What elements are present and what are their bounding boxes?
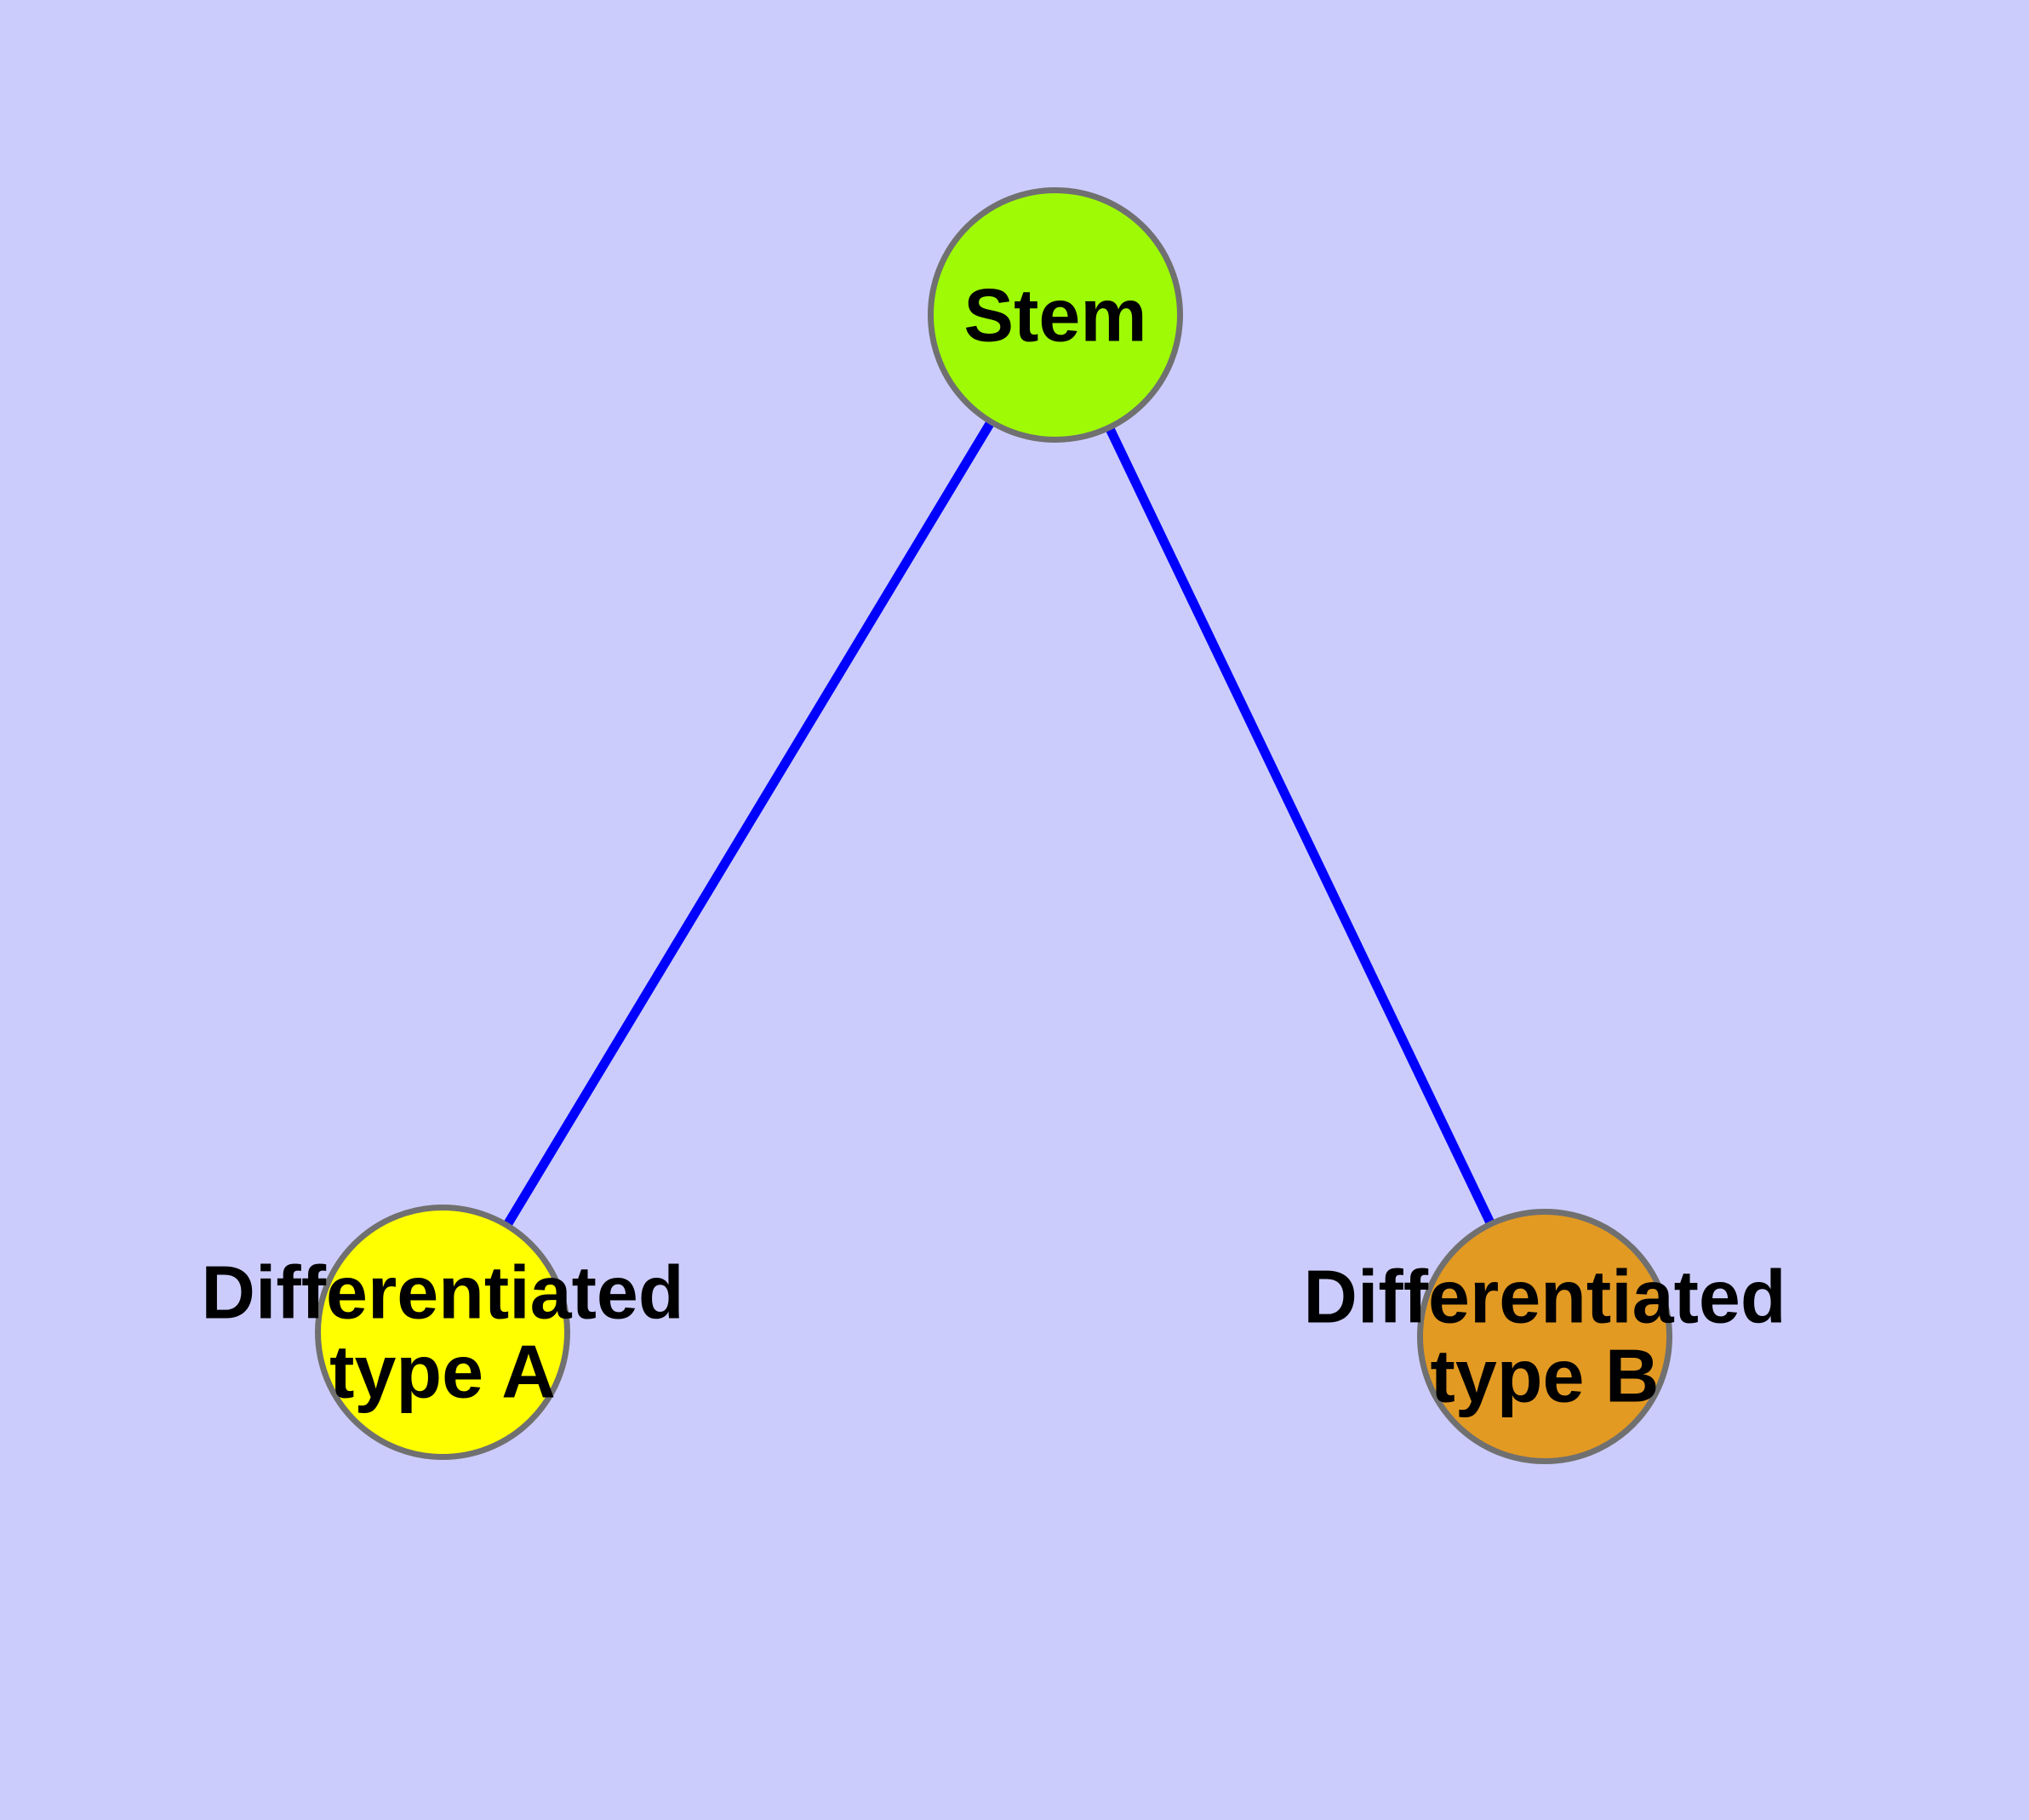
node-differentiated-type-b[interactable] [1417,1209,1672,1464]
edge-stem-to-diff-b[interactable] [1051,312,1549,1339]
edge-stem-to-diff-a[interactable] [438,312,1060,1335]
node-differentiated-type-a[interactable] [315,1205,570,1460]
node-stem[interactable] [928,187,1183,443]
